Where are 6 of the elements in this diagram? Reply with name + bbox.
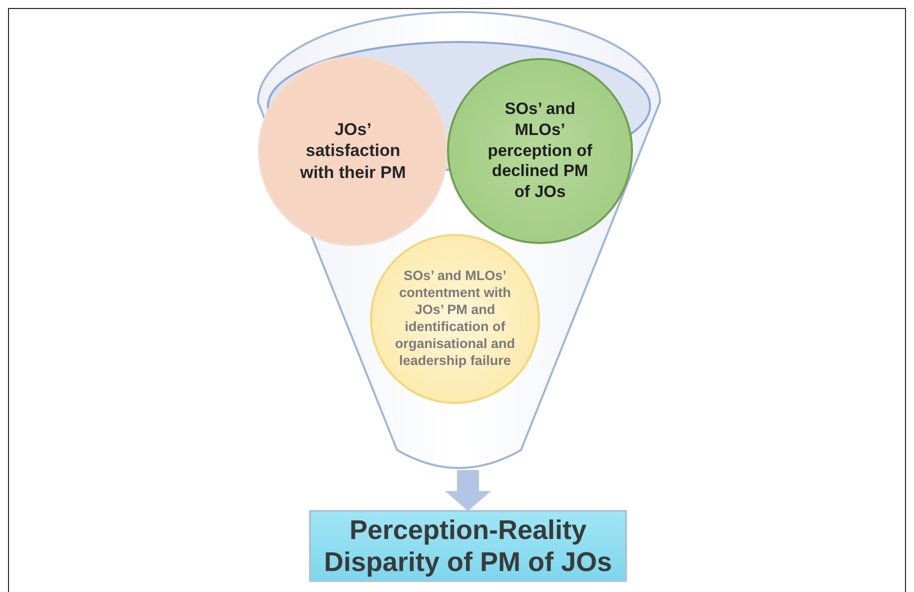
circle-label: JOs’ satisfaction with their PM [299,119,407,183]
circle-label: SOs’ and MLOs’ contentment with JOs’ PM and identification of organisational and leadership failure [394,268,516,370]
block-arrow [445,470,491,511]
result-label: Perception-Reality Disparity of PM of JOs [322,514,614,578]
result-box [309,510,627,582]
circle-label: SOs’ and MLOs’ perception of declined PM of JOs [487,99,593,203]
